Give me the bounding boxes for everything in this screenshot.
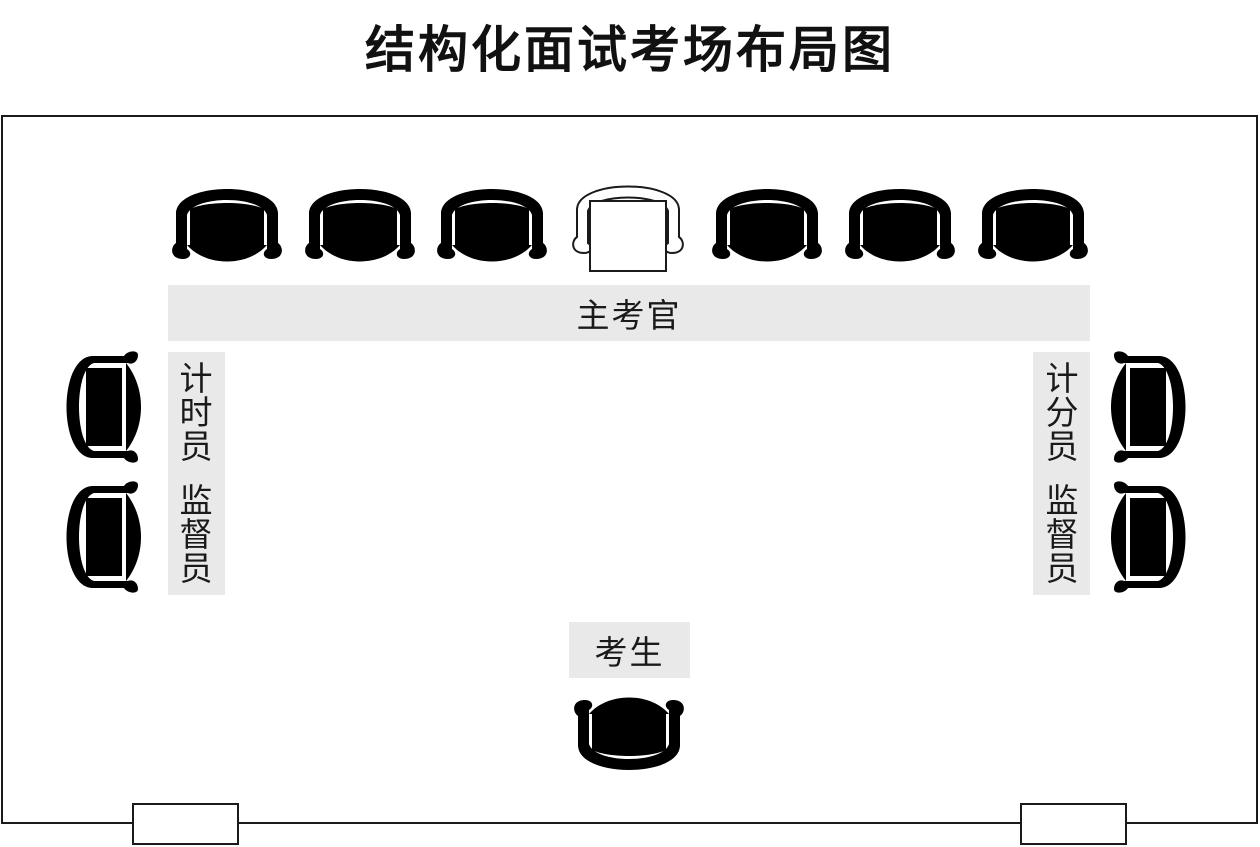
examiner-chair-chief — [572, 185, 684, 272]
right-side-table — [1033, 352, 1090, 595]
scorer-label: 计分员 — [1045, 359, 1079, 466]
supervisor-left-label: 监督员 — [179, 481, 213, 588]
door-right — [1020, 803, 1127, 845]
examiner-chair-3 — [437, 189, 547, 262]
timekeeper-label: 计时员 — [179, 359, 213, 466]
examiner-chair-5 — [712, 189, 822, 262]
timekeeper-chair — [66, 351, 141, 463]
candidate-chair — [574, 697, 684, 770]
chief-examiner-table: 主考官 — [168, 285, 1090, 341]
supervisor-right-label: 监督员 — [1045, 481, 1079, 588]
examiner-chair-2 — [305, 189, 415, 262]
supervisor-left-chair — [66, 481, 141, 593]
supervisor-right-chair — [1111, 481, 1186, 593]
left-side-table — [168, 352, 225, 595]
examiner-chair-7 — [978, 189, 1088, 262]
candidate-table: 考生 — [569, 622, 690, 678]
scorer-chair — [1111, 351, 1186, 463]
exam-room-outline — [1, 115, 1258, 824]
examiner-chair-1 — [172, 189, 282, 262]
door-left — [132, 803, 239, 845]
examiner-chair-6 — [845, 189, 955, 262]
diagram-title: 结构化面试考场布局图 — [365, 21, 895, 79]
